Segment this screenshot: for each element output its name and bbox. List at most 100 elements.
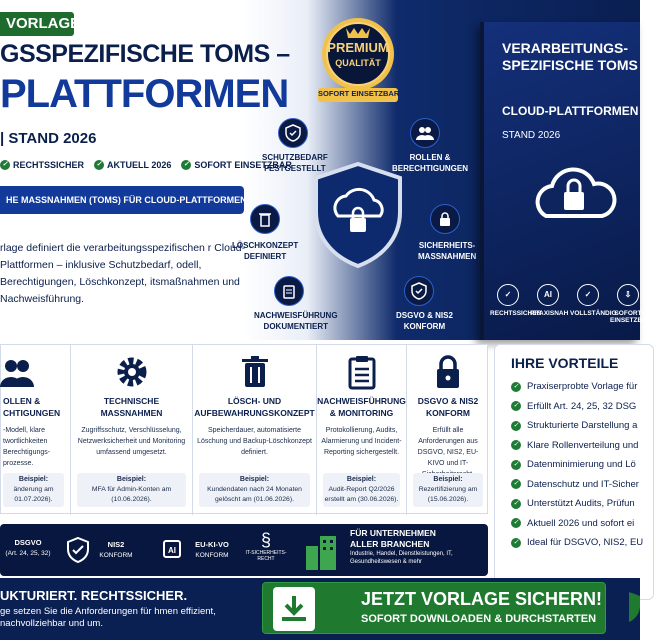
bottom-text: ge setzen Sie die Anforderungen für hmen… [0,606,216,629]
clipboard-icon [348,356,375,390]
list-item: ✓Datenschutz und IT-Sicher [511,475,643,495]
check-icon: ✓ [511,479,521,490]
list-item: ✓Klare Rollenverteilung und [511,436,643,456]
lock-icon [430,204,460,234]
check-item: ✓SOFORT EINSETZBAR [181,160,292,170]
check-item: ✓RECHTSSICHER [0,160,84,170]
book-icon-item: ✓RECHTSSICHER [490,284,541,324]
shield-icon [67,536,89,564]
hero-section: VORLAGE GSSPEZIFISCHE TOMS – PLATTFORMEN… [0,0,640,340]
check-item: ✓AKTUELL 2026 [94,160,171,170]
benefits-title: IHRE VORTEILE [511,355,619,371]
node-label: SICHERHEITS-MASSNAHMEN [418,241,477,261]
check-icon: ✓ [511,537,521,548]
shield-check-icon [278,118,308,148]
node-label: ROLLEN &BERECHTIGUNGEN [392,153,469,173]
feature-example: Beispiel:änderung am 01.07.2026). [3,473,64,507]
feature-example: Beispiel:Kundendaten nach 24 Monaten gel… [199,473,310,507]
check-icon: ✓ [497,284,519,306]
measures-banner: HE MASSNAHMEN (TOMS) FÜR CLOUD-PLATTFORM… [0,186,247,214]
list-item: ✓Erfüllt Art. 24, 25, 32 DSG [511,397,643,417]
check-icon: ✓ [511,401,521,412]
benefits-panel: IHRE VORTEILE ✓Praxiserprobte Vorlage fü… [494,344,654,600]
book-subtitle: CLOUD-PLATTFORMEN [502,104,639,118]
shield-check-icon [404,276,434,306]
lock-icon [437,355,459,388]
feature-example: Beispiel:Audit-Report Q2/2026 erstellt a… [323,473,400,507]
feature-card: OLLEN &CHTIGUNGEN -Modell, klare twortli… [0,345,71,515]
cta-title: JETZT VORLAGE SICHERN! [361,589,603,609]
ai-chip-icon: AI [163,540,181,558]
check-icon: ✓ [511,498,521,509]
trash-icon [250,204,280,234]
paragraph-icon: § [260,530,271,550]
check-icon: ✓ [181,160,192,170]
book-icon-item: ✓VOLLSTÄNDIG [570,284,617,324]
cloud-shield-icon [314,161,402,269]
compliance-it-recht: §IT-SICHERHEITS-RECHT [245,530,287,562]
list-item: ✓Strukturierte Darstellung a [511,416,643,436]
clipboard-icon [274,276,304,306]
feature-title: NACHWEISFÜHRUNG& MONITORING [317,396,406,418]
hero-checklist: ✓RECHTSSICHER ✓AKTUELL 2026 ✓SOFORT EINS… [0,160,292,170]
ai-chip-icon: AI [537,284,559,306]
hero-title-line1: GSSPEZIFISCHE TOMS – [0,40,290,68]
book-icon-item: ⇩SOFORT EINSETZBAR [610,284,652,324]
shield-icon [629,592,640,622]
seal-sofort-text: SOFORT EINSETZBAR [318,89,400,98]
list-item: ✓Ideal für DSGVO, NIS2, EU [511,533,643,553]
feature-desc: -Modell, klare twortlichkeiten Berechtig… [3,427,51,467]
product-book-cover: VERARBEITUNGS-SPEZIFISCHE TOMS CLOUD-PLA… [480,22,652,340]
check-icon: ✓ [511,459,521,470]
hero-description: rlage definiert die verarbeitungsspezifi… [0,242,246,305]
users-icon [0,360,34,387]
download-icon: ⇩ [617,284,639,306]
check-icon: ✓ [577,284,599,306]
feature-card: NACHWEISFÜHRUNG& MONITORING Protokollier… [317,345,407,515]
feature-example: Beispiel:Rezertifizierung am (15.06.2026… [413,473,483,507]
crown-icon [346,28,370,38]
hero-stand: | STAND 2026 [0,130,97,147]
list-item: ✓Datenminimierung und Lö [511,455,643,475]
check-icon: ✓ [511,440,521,451]
feature-title: OLLEN &CHTIGUNGEN [3,396,61,418]
cloud-lock-icon [535,167,617,218]
list-item: ✓Praxiserprobte Vorlage für [511,377,643,397]
list-item: ✓Aktuell 2026 und sofort ei [511,514,643,534]
check-icon: ✓ [0,160,10,170]
bottom-headline: UKTURIERT. RECHTSSICHER. [0,588,188,603]
feature-desc: Speicherdauer, automatisierte Löschung u… [197,427,312,456]
benefits-list: ✓Praxiserprobte Vorlage für ✓Erfüllt Art… [511,377,643,553]
feature-example: Beispiel:MFA für Admin-Konten am (10.06.… [77,473,186,507]
seal-premium-text: PREMIUM [327,40,389,55]
feature-desc: Protokollierung, Audits, Alarmierung und… [321,427,402,456]
feature-desc: Erfüllt alle Anforderungen aus DSGVO, NI… [417,427,479,478]
users-icon [410,118,440,148]
seal-quality-text: QUALITÄT [335,58,381,68]
gear-icon [117,357,146,387]
check-icon: ✓ [511,518,521,529]
book-stand: STAND 2026 [502,130,561,141]
vorlage-badge: VORLAGE [0,12,80,36]
hero-title-line2: PLATTFORMEN [0,72,289,116]
premium-seal-icon [318,18,398,102]
book-title: VERARBEITUNGS-SPEZIFISCHE TOMS [502,40,638,73]
cta-button[interactable]: JETZT VORLAGE SICHERN! SOFORT DOWNLOADEN… [262,582,606,634]
list-item: ✓Unterstützt Audits, Prüfun [511,494,643,514]
